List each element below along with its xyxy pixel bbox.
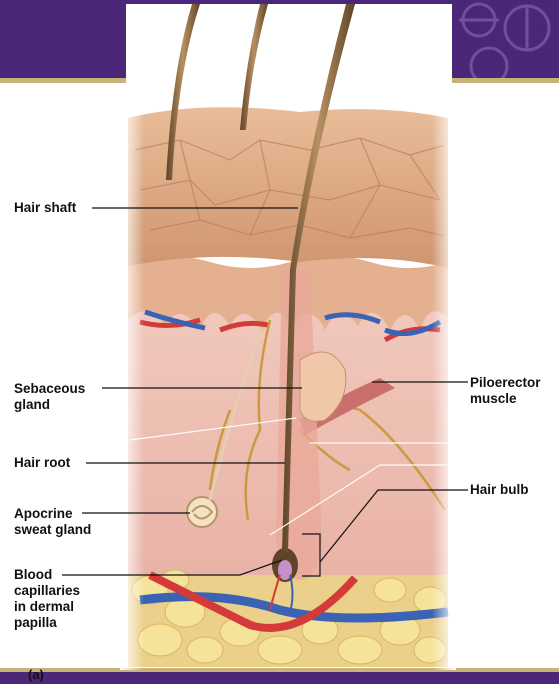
panel-letter: (a) <box>28 667 44 682</box>
label-hair-root: Hair root <box>14 455 70 471</box>
label-piloerector-muscle: Piloerector muscle <box>470 375 541 407</box>
label-apocrine-sweat-gland: Apocrine sweat gland <box>14 506 91 538</box>
skin-surface <box>128 107 448 268</box>
label-sebaceous-gland: Sebaceous gland <box>14 381 85 413</box>
label-hair-bulb: Hair bulb <box>470 482 529 498</box>
left-fade <box>120 100 144 670</box>
label-hair-shaft: Hair shaft <box>14 200 76 216</box>
label-blood-capillaries: Blood capillaries in dermal papilla <box>14 567 80 631</box>
right-fade <box>432 100 456 670</box>
